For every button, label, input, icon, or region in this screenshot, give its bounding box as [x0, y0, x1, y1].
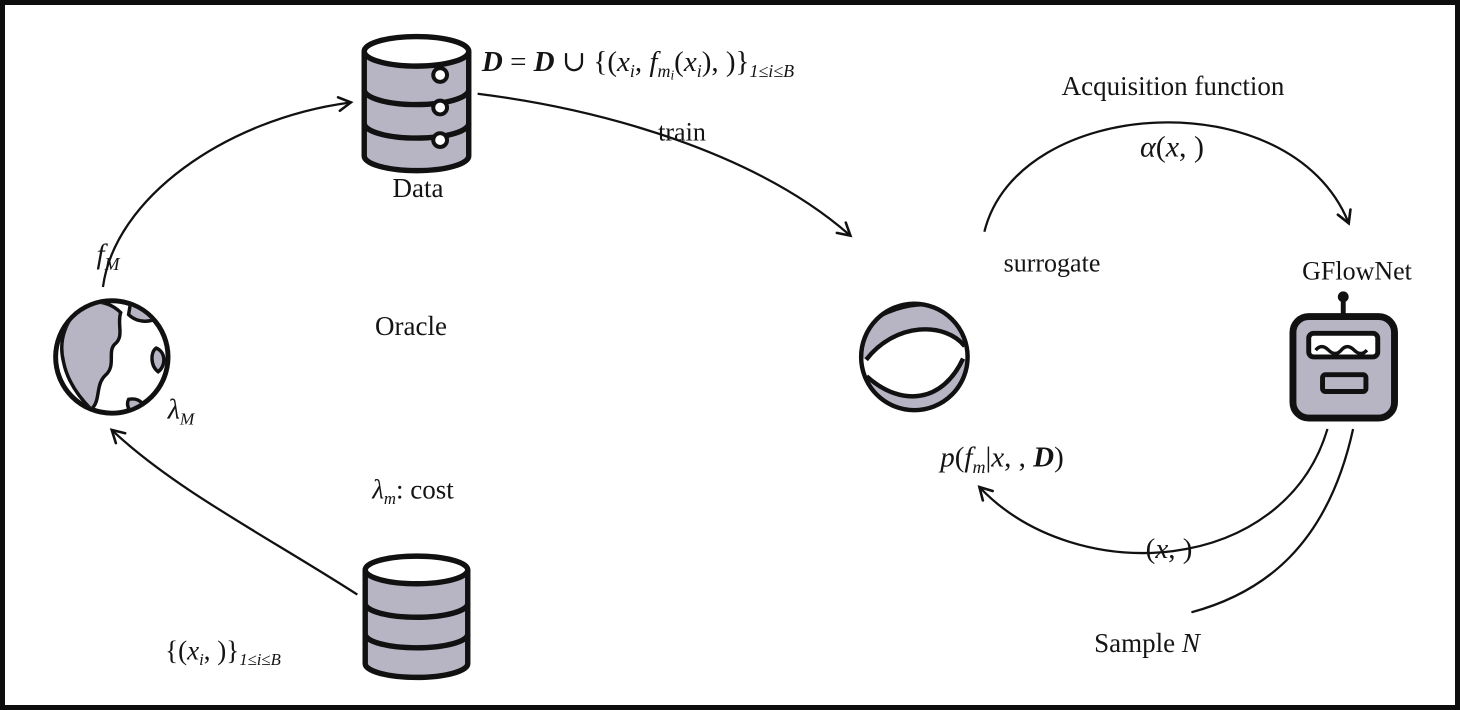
diagram-canvas	[53, 33, 1398, 681]
oracle-fidelity-formula: fM	[96, 238, 120, 274]
candidate-pair-formula: (x, )	[1145, 533, 1193, 566]
data-label: Data	[392, 173, 444, 204]
globe-icon	[53, 298, 171, 416]
sample-n-label: Sample N	[1094, 628, 1200, 659]
arrow-oracle-to-data	[101, 95, 354, 288]
machine-icon	[1289, 291, 1398, 422]
acquisition-formula: α(x, )	[1139, 130, 1205, 164]
database-icon-top	[361, 33, 472, 174]
posterior-formula: p(fm|x, , D)	[940, 441, 1064, 477]
arrow-surrogate-to-gflownet-acquisition	[983, 121, 1352, 233]
oracle-cost-formula: λM	[167, 394, 195, 429]
arrow-data-to-surrogate-train	[477, 92, 853, 238]
train-label: train	[658, 117, 706, 147]
acquisition-function-label: Acquisition function	[1061, 71, 1285, 102]
cost-note-formula: λm: cost	[372, 474, 454, 509]
dataset-update-formula: D = D ∪ {(xi, fmi(xi), )}1≤i≤B	[481, 45, 795, 83]
curve-gflownet-to-sample-n	[1191, 428, 1355, 614]
arrow-batch-to-oracle	[109, 428, 358, 596]
surrogate-label: surrogate	[1003, 248, 1101, 278]
striped-ball-icon	[858, 301, 970, 413]
oracle-label: Oracle	[375, 311, 447, 342]
query-batch-formula: {(xi, )}1≤i≤B	[165, 635, 281, 670]
arrow-gflownet-to-surrogate-samples	[977, 428, 1329, 555]
database-icon-bottom	[362, 553, 471, 681]
gflownet-label: GFlowNet	[1302, 256, 1412, 286]
